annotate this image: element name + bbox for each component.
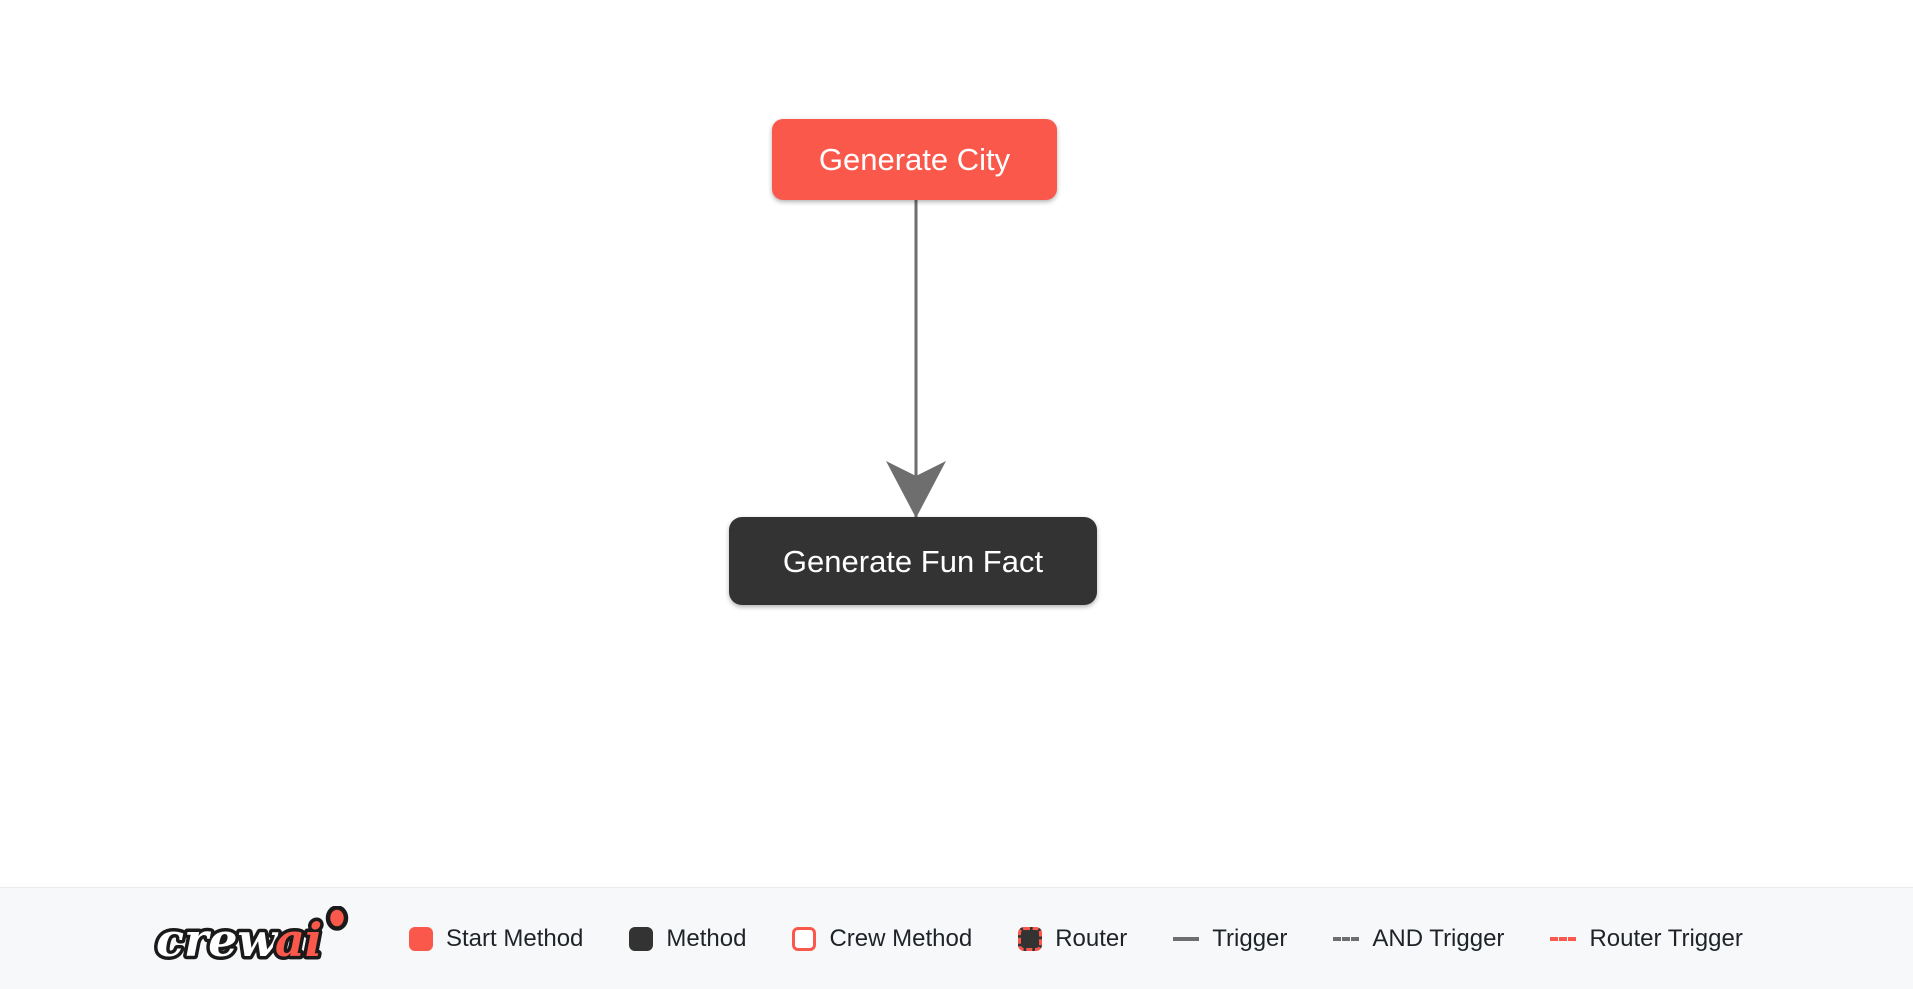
flow-canvas[interactable]: Generate City Generate Fun Fact xyxy=(0,0,1913,887)
router-swatch-icon xyxy=(1018,926,1043,951)
node-label: Generate City xyxy=(818,142,1011,177)
legend-item-label: Router Trigger xyxy=(1589,924,1743,952)
edge-city-to-fun-fact xyxy=(886,200,946,518)
legend-item-trigger: Trigger xyxy=(1173,924,1288,952)
legend-item-label: Router xyxy=(1055,924,1128,952)
legend-item-label: AND Trigger xyxy=(1372,924,1505,952)
router-trigger-line-icon xyxy=(1550,936,1577,941)
logo-word-ai: ai xyxy=(275,913,322,967)
method-swatch-icon xyxy=(629,926,654,951)
legend-item-label: Crew Method xyxy=(829,924,973,952)
crewai-logo: .lg-script { font-family: "DejaVu Serif"… xyxy=(153,905,349,970)
flow-node-generate-fun-fact[interactable]: Generate Fun Fact xyxy=(729,517,1097,605)
legend-item-router: Router xyxy=(1018,924,1128,952)
flow-node-generate-city[interactable]: Generate City xyxy=(772,119,1057,200)
node-label: Generate Fun Fact xyxy=(782,543,1044,579)
legend-item-router-trigger: Router Trigger xyxy=(1550,924,1743,952)
trigger-line-icon xyxy=(1173,936,1200,941)
legend-item-start-method: Start Method xyxy=(409,924,584,952)
legend-item-label: Method xyxy=(666,924,747,952)
legend-bar: .lg-script { font-family: "DejaVu Serif"… xyxy=(0,887,1913,989)
logo-dot-icon xyxy=(325,905,349,931)
legend-items: Start Method Method Crew Method Router T… xyxy=(409,924,1743,952)
start-method-swatch-icon xyxy=(409,926,433,951)
legend-item-label: Start Method xyxy=(446,924,584,952)
crew-method-swatch-icon xyxy=(792,926,817,951)
and-trigger-line-icon xyxy=(1333,936,1360,941)
legend-item-and-trigger: AND Trigger xyxy=(1333,924,1505,952)
legend-item-method: Method xyxy=(629,924,747,952)
logo-word-crew: crew xyxy=(156,913,279,967)
arrowhead-icon xyxy=(886,461,946,518)
legend-item-label: Trigger xyxy=(1212,924,1288,952)
legend-item-crew-method: Crew Method xyxy=(792,924,973,952)
